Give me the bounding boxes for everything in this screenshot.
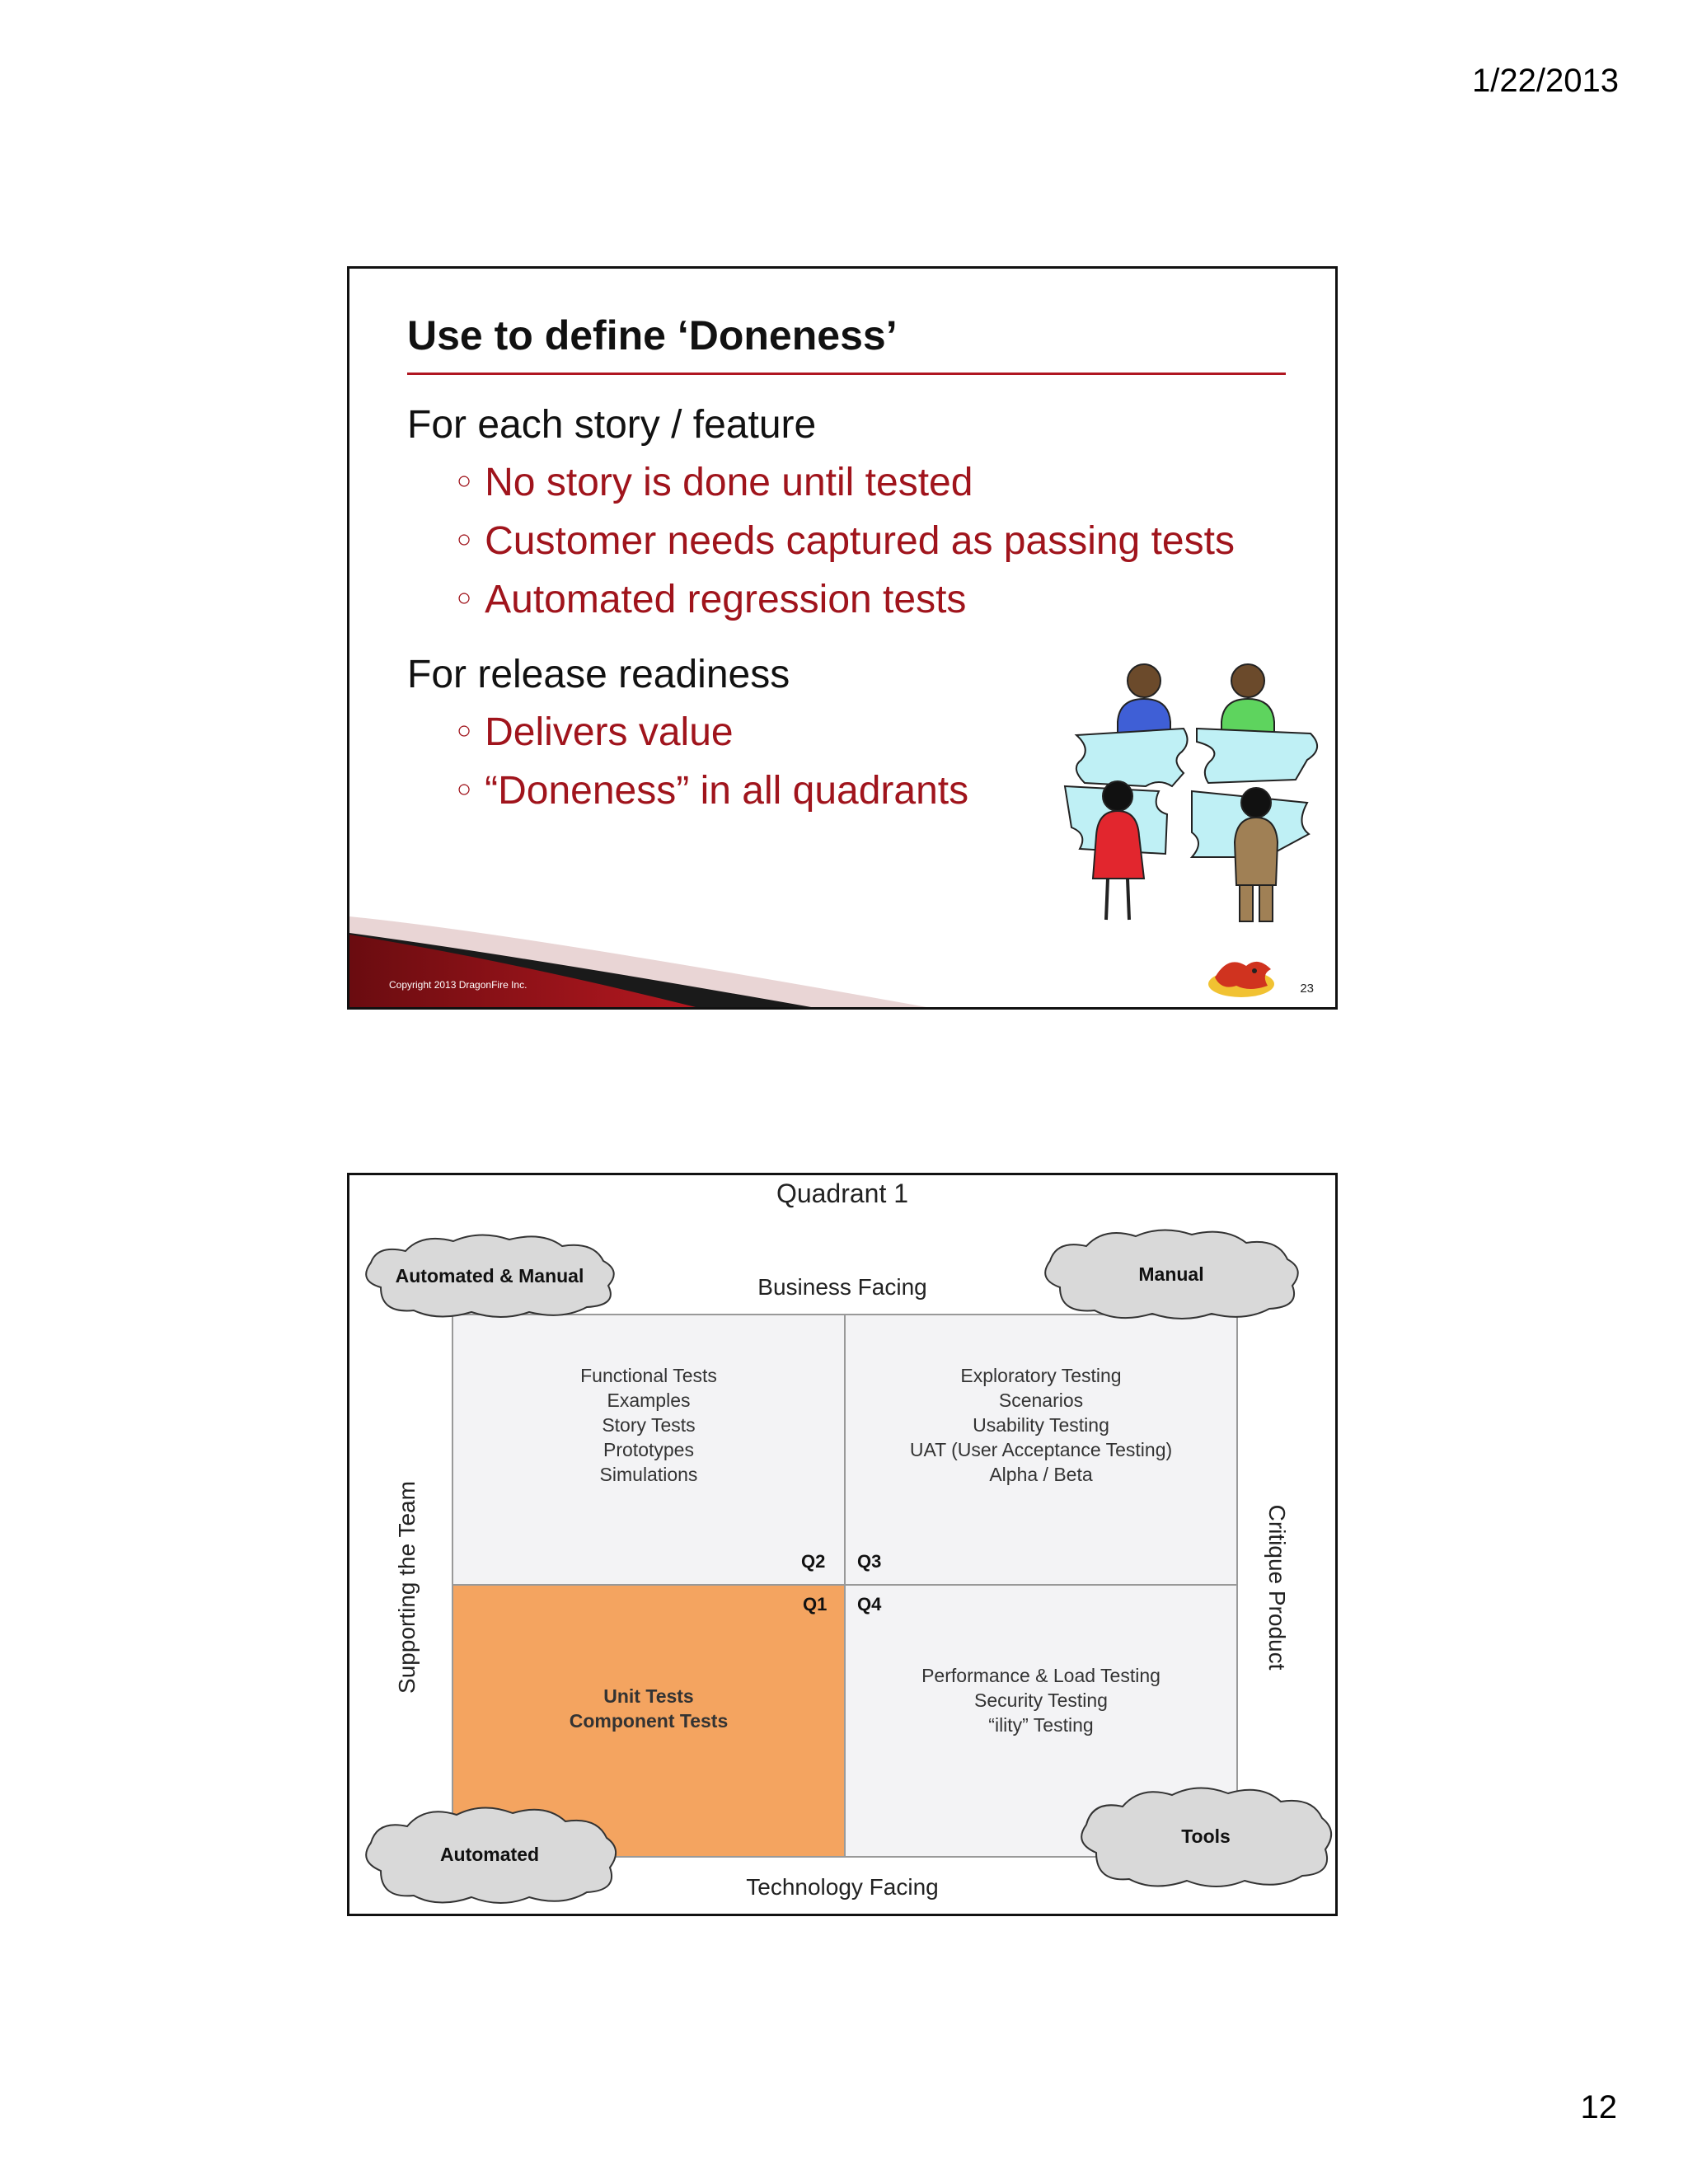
axis-label-right: Critique Product [1264,1504,1290,1671]
bullet-item: ○No story is done until tested [457,461,973,504]
quadrant-q4: Performance & Load Testing Security Test… [846,1586,1236,1856]
quadrant-item: UAT (User Acceptance Testing) [909,1439,1173,1460]
slide-quadrant: Quadrant 1 Business Facing Technology Fa… [347,1173,1338,1916]
axis-label-left: Supporting the Team [394,1481,420,1694]
quadrant-label-q2: Q2 [801,1551,826,1572]
quadrant-item: Functional Tests [580,1365,717,1386]
quadrant-title: Quadrant 1 [776,1179,909,1208]
team-puzzle-illustration [1063,663,1318,922]
cloud-top-left: Automated & Manual [356,1230,623,1322]
quadrant-item: Exploratory Testing [960,1365,1122,1386]
quadrant-label-q1: Q1 [803,1594,828,1615]
quadrant-grid: Functional Tests Examples Story Tests Pr… [452,1314,1238,1858]
quadrant-label-q4: Q4 [857,1594,882,1615]
page-date: 1/22/2013 [1472,63,1619,99]
quadrant-item: Alpha / Beta [989,1464,1093,1485]
quadrant-item: “ility” Testing [988,1714,1094,1736]
quadrant-item: Scenarios [998,1390,1084,1411]
quadrant-item: Prototypes [603,1439,694,1460]
slide-number: 23 [1300,982,1314,996]
bullet-item: ○“Doneness” in all quadrants [457,769,969,813]
quadrant-q3: Exploratory Testing Scenarios Usability … [846,1315,1236,1586]
quadrant-item: Performance & Load Testing [921,1665,1160,1686]
page-number: 12 [1580,2089,1618,2125]
slide-title: Use to define ‘Doneness’ [407,312,898,359]
quadrant-item: Usability Testing [973,1414,1109,1436]
cloud-bottom-right: Tools [1071,1780,1335,1892]
quadrant-item: Security Testing [974,1690,1108,1711]
dragonfire-logo-icon [1208,961,1274,997]
title-rule [407,373,1286,375]
axis-label-bottom: Technology Facing [746,1874,939,1900]
quadrant-item: Examples [607,1390,691,1411]
bullet-item: ○Delivers value [457,710,734,754]
cloud-label: Automated & Manual [395,1264,584,1286]
bullet-item: ○Customer needs captured as passing test… [457,519,1235,563]
quadrant-item: Simulations [599,1464,698,1485]
decorative-corner-wave [349,916,926,1007]
slide-doneness: Use to define ‘Doneness’ For each story … [347,266,1338,1010]
quadrant-item: Unit Tests [603,1685,694,1707]
cloud-top-right: Manual [1035,1225,1307,1324]
quadrant-item: Component Tests [569,1710,729,1732]
copyright-text: Copyright 2013 DragonFire Inc. [389,979,528,991]
cloud-label: Manual [1138,1263,1204,1285]
section-heading: For each story / feature [407,403,817,447]
bullet-item: ○Automated regression tests [457,578,967,621]
quadrant-q2: Functional Tests Examples Story Tests Pr… [453,1315,846,1586]
axis-label-top: Business Facing [757,1274,927,1300]
cloud-bottom-left: Automated [356,1800,623,1909]
quadrant-item: Story Tests [602,1414,696,1436]
section-heading: For release readiness [407,653,790,696]
cloud-label: Tools [1181,1825,1231,1847]
cloud-label: Automated [439,1843,540,1865]
quadrant-label-q3: Q3 [857,1551,882,1572]
